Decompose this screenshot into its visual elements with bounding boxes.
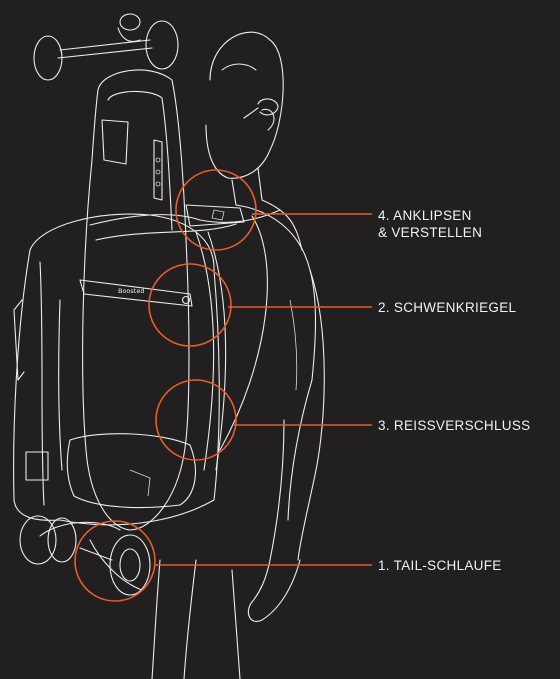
person-outline [152,32,324,679]
brand-mark: Boosted [118,287,144,295]
callout-circle-1 [75,521,155,601]
skateboard-outline [20,14,189,595]
callout-label-4: 4. ANKLIPSEN & VERSTELLEN [378,207,482,241]
callout-circle-2 [149,264,231,346]
callout-label-4-line1: 4. ANKLIPSEN [378,207,482,224]
straps-outline: Boosted [80,205,280,470]
callout-label-1: 1. TAIL-SCHLAUFE [378,557,502,574]
callout-label-3: 3. REISSVERSCHLUSS [378,417,530,434]
callout-circle-3 [156,380,236,460]
callout-label-2: 2. SCHWENKRIEGEL [378,299,516,316]
callout-label-4-line2: & VERSTELLEN [378,224,482,241]
